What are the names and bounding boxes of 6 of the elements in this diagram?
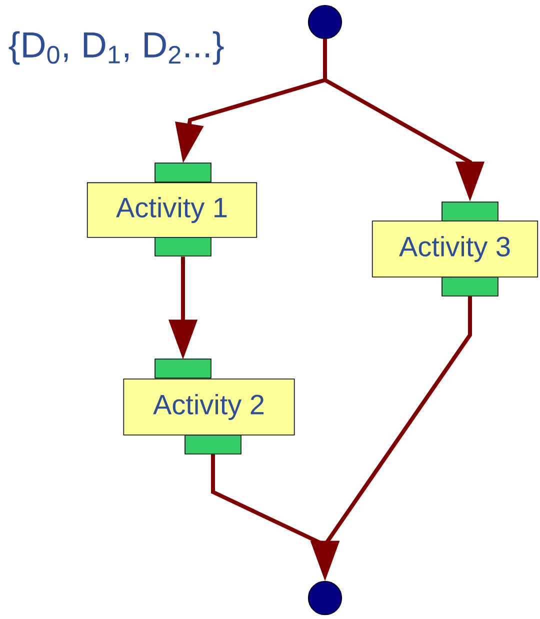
node-circle (308, 4, 342, 40)
activity-box: Activity 3 (372, 202, 538, 296)
set-label: {D$_{0}$, D$_{1}$, D$_{2}$...} (8, 31, 224, 65)
node-circle (308, 580, 342, 616)
activity-box: Activity 2 (123, 358, 295, 454)
activity-box: Activity 1 (86, 162, 258, 256)
